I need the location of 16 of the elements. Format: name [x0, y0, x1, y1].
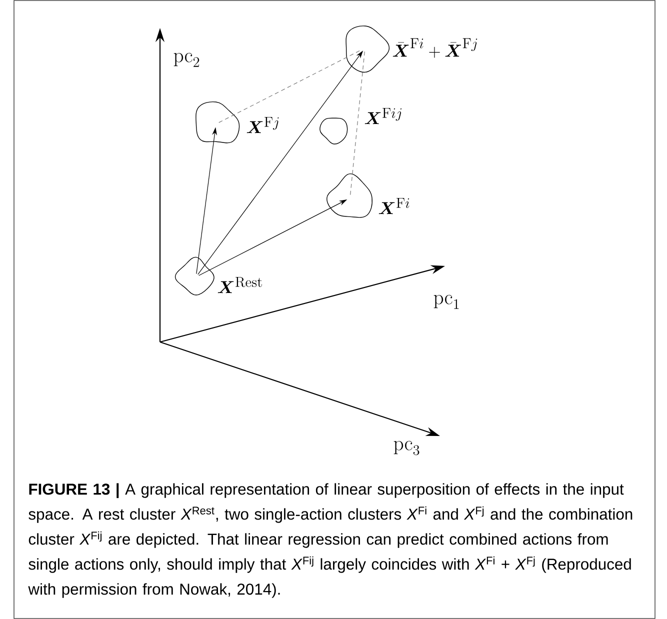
dashed-line [218, 49, 362, 123]
figure-caption: FIGURE 13 | A graphical representation of linear superposition of effects in the input space. A rest cluster X$^{Rest}$, two single-action clusters X$^{Fi}$ and X$^{Fj}$ and the combination cluster X$^{Fij}$ are depicted. That linear regression can predict combined actions from single actions only, should imply that X$^{Fij}$ largely coincides with X$^{Fi}$ + X$^{Fj}$ (Reproduced with permission from Nowak, 2014). [28, 483, 632, 598]
cluster-blob: $\boldsymbol{X}^{\mathrm{F}i}$ [326, 173, 410, 218]
node-label: $\boldsymbol{X}^{\mathrm{F}ij}$ [364, 108, 402, 124]
axis-label: $\mathrm{pc}_2$ [174, 52, 200, 67]
cluster-blob: $\boldsymbol{X}^{\mathrm{Rest}}$ [174, 256, 262, 296]
axis-label: $\mathrm{pc}_3$ [394, 440, 420, 456]
cluster-blob: $\boldsymbol{X}^{\mathrm{F}ij}$ [320, 108, 402, 144]
axis-label: $\mathrm{pc}_1$ [434, 294, 459, 309]
node-label: $\boldsymbol{X}^{\mathrm{F}j}$ [246, 116, 279, 134]
node-label: $\boldsymbol{X}^{\mathrm{F}i}$ [378, 198, 410, 214]
node-label: $\boldsymbol{X}^{\mathrm{Rest}}$ [218, 276, 262, 294]
cluster-blob: $\boldsymbol{X}^{\mathrm{F}j}$ [196, 101, 279, 144]
node-label: $\bar{\boldsymbol{X}}^{\mathrm{F}i}+\bar{\boldsymbol{X}}^{\mathrm{F}j}$ [392, 38, 478, 58]
dashed-line [350, 50, 365, 196]
cluster-blob: $\bar{\boldsymbol{X}}^{\mathrm{F}i}+\bar{\boldsymbol{X}}^{\mathrm{F}j}$ [346, 26, 478, 73]
